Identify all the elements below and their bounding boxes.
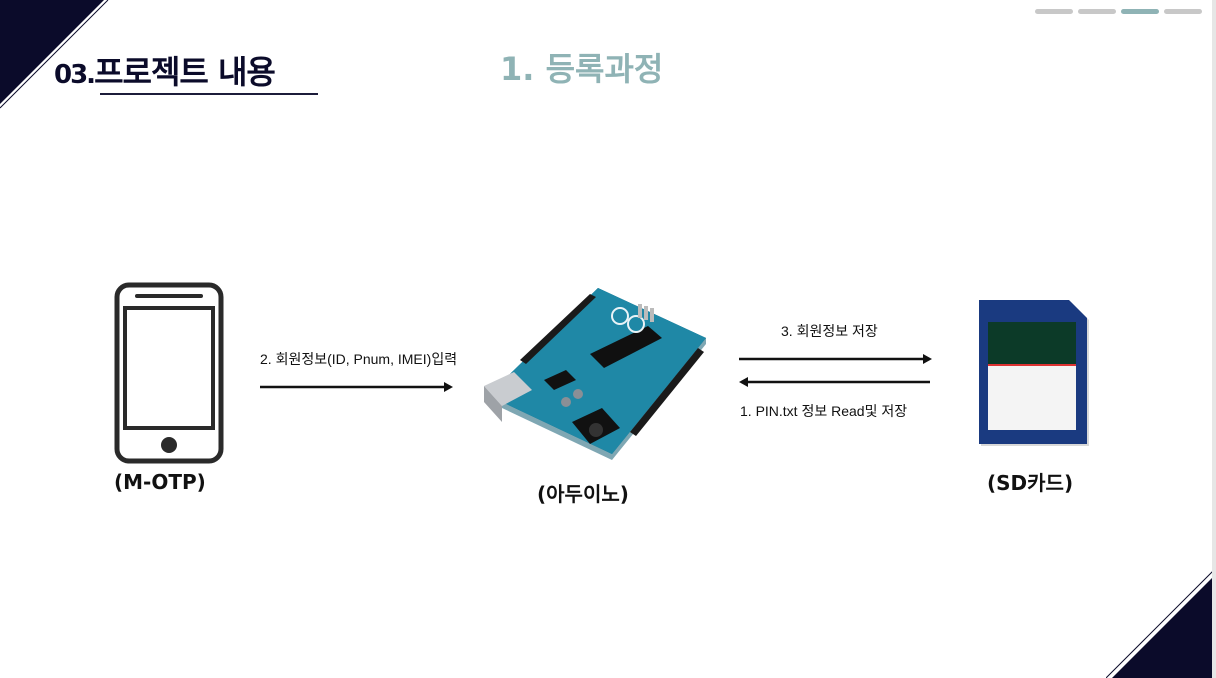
sd-card-label: (SD카드) <box>987 471 1074 495</box>
progress-bar-1 <box>1035 9 1073 14</box>
section-title-text: 프로젝트 내용 <box>94 53 276 91</box>
corner-decoration-top-left <box>0 0 109 109</box>
phone-label: (M-OTP) <box>114 470 206 494</box>
arrow-left-icon <box>739 377 930 387</box>
arduino-to-sd-label: 3. 회원정보 저장 <box>781 323 878 339</box>
smartphone-icon <box>114 282 224 464</box>
sd-card-icon <box>979 300 1089 446</box>
arrow-right-icon <box>739 354 932 364</box>
arduino-board-icon <box>484 288 706 460</box>
progress-bar-3-active <box>1121 9 1159 14</box>
progress-bar-2 <box>1078 9 1116 14</box>
arduino-label: (아두이노) <box>537 482 629 506</box>
sd-to-arduino-label: 1. PIN.txt 정보 Read및 저장 <box>740 403 908 419</box>
section-title: 03.프로젝트 내용 <box>54 47 276 93</box>
right-edge-line <box>1212 0 1216 678</box>
corner-decoration-bottom-right <box>1106 568 1216 678</box>
step-title: 1. 등록과정 <box>500 50 664 88</box>
title-underline <box>100 93 318 95</box>
phone-to-arduino-label: 2. 회원정보(ID, Pnum, IMEI)입력 <box>260 351 458 367</box>
progress-bar-4 <box>1164 9 1202 14</box>
arrow-right-icon <box>260 382 453 392</box>
section-number: 03. <box>54 60 96 90</box>
